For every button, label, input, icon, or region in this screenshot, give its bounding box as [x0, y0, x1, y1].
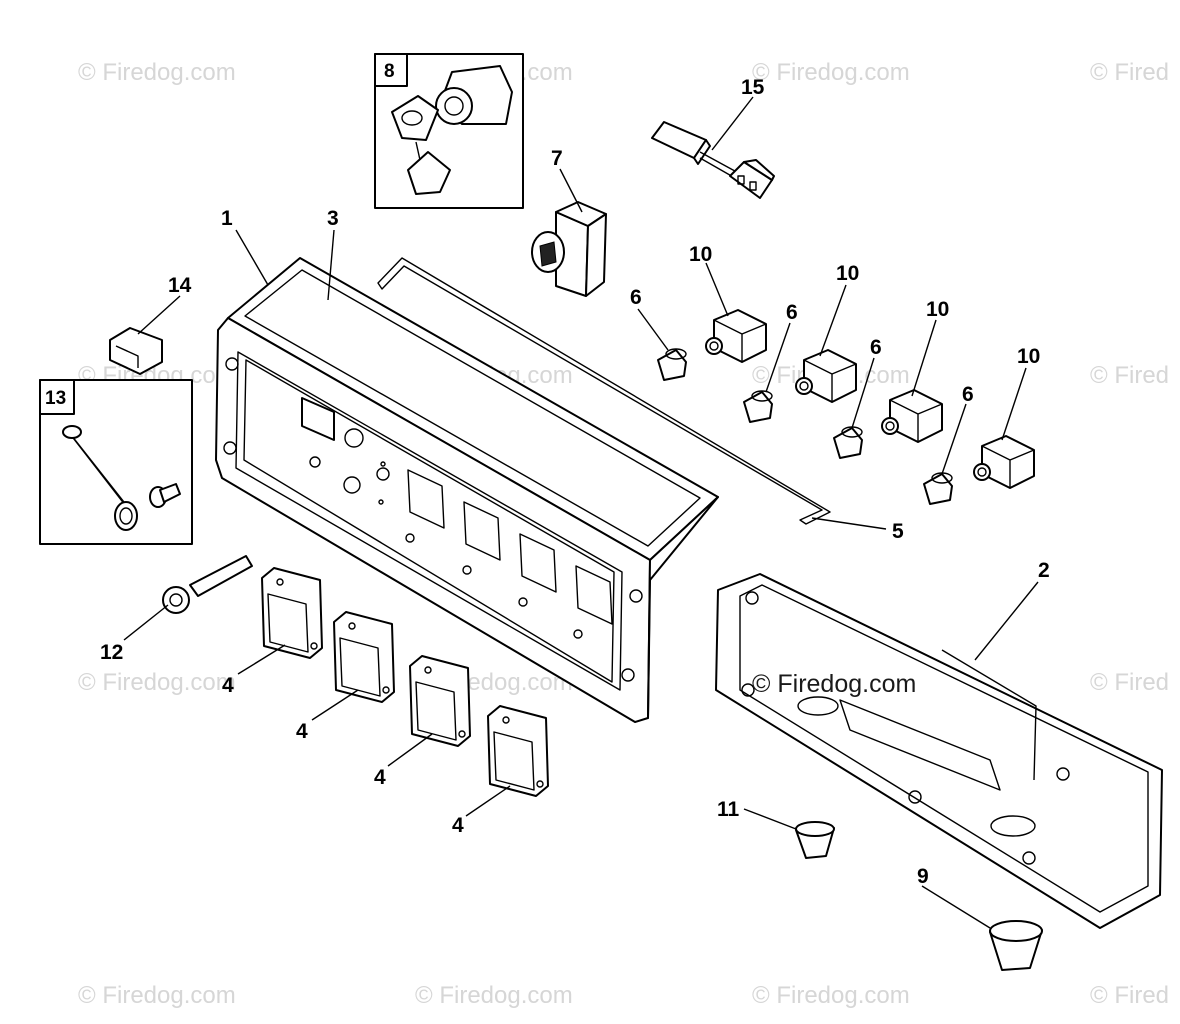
outlet-cutout — [463, 501, 501, 561]
panel-hole — [380, 461, 386, 467]
watermark: © Firedog.com — [415, 982, 573, 1009]
rubber-boot — [657, 348, 687, 381]
panel-hole — [378, 499, 384, 505]
watermark: © Firedog.com — [752, 59, 910, 86]
panel-hole — [344, 428, 364, 448]
breaker-switch — [973, 435, 1035, 489]
callout-6: 6 — [962, 383, 974, 406]
housing-edge — [759, 573, 1163, 771]
callout-12: 12 — [100, 641, 123, 664]
leader-lines — [123, 96, 1039, 929]
panel-top-inset — [244, 269, 701, 547]
panel-hole — [573, 629, 583, 639]
rear-housing — [715, 573, 1163, 929]
watermark: © Firedog.com — [78, 59, 236, 86]
housing-outer — [715, 573, 1163, 929]
housing-hole — [797, 696, 839, 716]
callout-1: 1 — [221, 207, 233, 230]
callout-6: 6 — [786, 301, 798, 324]
watermark: © Fired — [1090, 982, 1169, 1009]
wire-harness — [651, 121, 775, 199]
callout-6: 6 — [870, 336, 882, 359]
watermark: © Fired — [1090, 669, 1169, 696]
rubber-boot — [743, 390, 773, 423]
watermark: © Fired — [1090, 362, 1169, 389]
panel-hole — [376, 467, 390, 481]
outlet-cutout — [519, 533, 557, 593]
panel-front-inset — [235, 351, 623, 691]
callout-8: 8 — [384, 61, 395, 82]
panel-hole — [343, 476, 361, 494]
receptacle — [487, 705, 549, 797]
grommet-small — [795, 821, 835, 859]
callout-4: 4 — [296, 720, 308, 743]
callout-10: 10 — [689, 243, 712, 266]
watermark: © Firedog.com — [752, 982, 910, 1009]
screw — [1022, 851, 1036, 865]
callout-box-8-tab — [374, 53, 408, 87]
callout-box-13-tab — [39, 379, 75, 415]
watermark-main: © Firedog.com — [752, 670, 916, 698]
screw — [745, 591, 759, 605]
watermark: © Firedog.com — [78, 982, 236, 1009]
panel-hole — [462, 565, 472, 575]
shaft-connector — [162, 555, 253, 614]
panel-hole — [309, 456, 321, 468]
watermark: © Firedog.com — [78, 669, 236, 696]
callout-4: 4 — [374, 766, 386, 789]
watermark: © Fired — [1090, 59, 1169, 86]
callout-6: 6 — [630, 286, 642, 309]
screw — [1056, 767, 1070, 781]
callout-11: 11 — [717, 798, 740, 821]
housing-rim — [739, 584, 1149, 913]
screw — [741, 683, 755, 697]
breaker-switch — [795, 349, 857, 403]
callout-15: 15 — [741, 76, 765, 99]
callout-4: 4 — [222, 674, 234, 697]
panel-side-flange — [647, 496, 719, 719]
screw — [629, 589, 643, 603]
panel-front-inset-inner — [243, 359, 615, 683]
rubber-boot — [833, 426, 863, 459]
callout-5: 5 — [892, 520, 904, 543]
callout-14: 14 — [168, 274, 192, 297]
panel-hole — [518, 597, 528, 607]
breaker-switch — [881, 389, 943, 443]
callout-10: 10 — [926, 298, 949, 321]
callout-9: 9 — [917, 865, 929, 888]
rubber-boot — [923, 472, 953, 505]
housing-boss — [839, 699, 1001, 791]
screw — [225, 357, 239, 371]
callout-10: 10 — [1017, 345, 1040, 368]
outlet-cutout — [575, 565, 613, 625]
callout-3: 3 — [327, 207, 339, 230]
screw — [223, 441, 237, 455]
key-switch — [391, 65, 513, 195]
callout-7: 7 — [551, 147, 563, 170]
screw — [621, 668, 635, 682]
receptacle — [409, 655, 471, 747]
housing-hole — [990, 815, 1036, 837]
breaker-switch — [705, 309, 767, 363]
outlet-cutout — [407, 469, 445, 529]
screw — [908, 790, 922, 804]
receptacle — [333, 611, 395, 703]
panel-hole — [405, 533, 415, 543]
hour-meter-cutout — [301, 397, 335, 441]
control-panel — [215, 257, 719, 723]
callout-13: 13 — [45, 388, 66, 409]
callout-10: 10 — [836, 262, 859, 285]
circuit-breaker — [531, 201, 607, 297]
callout-4: 4 — [452, 814, 464, 837]
support-rod — [377, 257, 831, 525]
grommet-large — [989, 920, 1043, 971]
housing-step — [941, 649, 1037, 781]
cover-cap — [62, 425, 181, 531]
receptacle — [261, 567, 323, 659]
callout-labels: 1 3 2 4 4 4 4 5 6 6 6 6 7 8 9 10 10 10 1… — [45, 61, 1050, 888]
callout-2: 2 — [1038, 559, 1050, 582]
